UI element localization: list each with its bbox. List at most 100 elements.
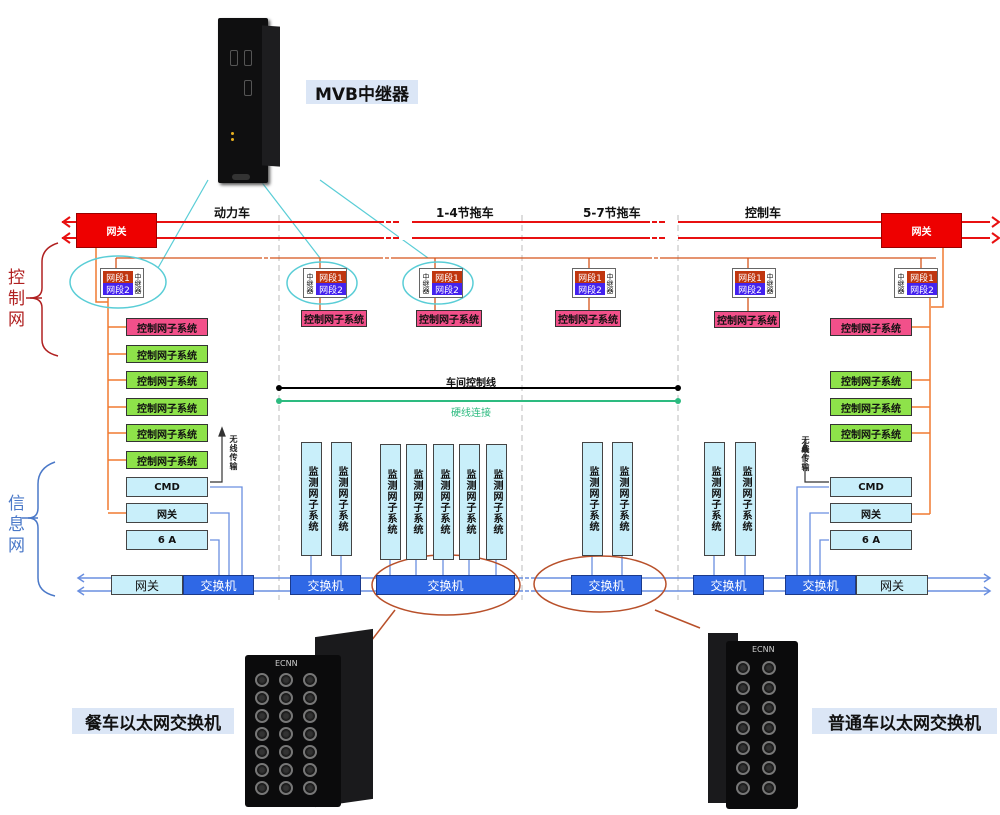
repeater-name: 中继器: [897, 272, 905, 294]
repeater-name: 中继器: [134, 272, 142, 294]
car-label-power: 动力车: [214, 206, 251, 220]
callout-line-3: [319, 179, 429, 259]
control-subsystem-trailer-c[interactable]: 控制网子系统: [555, 310, 621, 327]
ethernet-port-icon: [303, 763, 317, 777]
info-net-label: 信息网: [4, 494, 24, 557]
repeater-name: 中继器: [422, 272, 430, 294]
ethernet-port-icon: [736, 781, 750, 795]
ethernet-port-icon: [255, 745, 269, 759]
monitor-subsystem-box[interactable]: 监测网子系统: [735, 442, 756, 556]
ethernet-port-icon: [279, 727, 293, 741]
left-control-subsystem-pink[interactable]: 控制网子系统: [126, 318, 208, 336]
repeater-control-car-b[interactable]: 中继器 网段1 网段2: [894, 268, 938, 298]
right-eth-gateway[interactable]: 网关: [856, 575, 928, 595]
control-subsystem-trailer-b[interactable]: 控制网子系统: [416, 310, 482, 327]
switch-dining-car[interactable]: 交换机: [376, 575, 515, 595]
dining-car-switch-caption: 餐车以太网交换机: [72, 708, 234, 734]
ethernet-port-icon: [303, 691, 317, 705]
switch-control-car[interactable]: 交换机: [693, 575, 764, 595]
ellipse-normal-switch: [533, 555, 667, 613]
left-control-subsystem-green[interactable]: 控制网子系统: [126, 451, 208, 469]
left-control-subsystem-green[interactable]: 控制网子系统: [126, 371, 208, 389]
arrow-left-2: [61, 232, 71, 244]
gateway-right-red[interactable]: 网关: [881, 213, 962, 248]
repeater-seg1: 网段1: [103, 271, 133, 284]
monitor-subsystem-box[interactable]: 监测网子系统: [301, 442, 322, 556]
switch-trailer-5-7[interactable]: 交换机: [571, 575, 642, 595]
repeater-trailer-a[interactable]: 中继器 网段1 网段2: [303, 268, 347, 298]
repeater-trailer-b[interactable]: 中继器 网段1 网段2: [419, 268, 463, 298]
repeater-control-car-a[interactable]: 网段1 网段2 中继器: [732, 268, 776, 298]
monitor-subsystem-box[interactable]: 监测网子系统: [459, 444, 480, 560]
ethernet-port-icon: [279, 763, 293, 777]
left-cmd-box[interactable]: CMD: [126, 477, 208, 497]
ethernet-port-icon: [736, 741, 750, 755]
monitor-subsystem-box[interactable]: 监测网子系统: [486, 444, 507, 560]
left-control-subsystem-green[interactable]: 控制网子系统: [126, 424, 208, 442]
gateway-left-red[interactable]: 网关: [76, 213, 157, 248]
ethernet-port-icon: [762, 761, 776, 775]
right-control-subsystem-pink[interactable]: 控制网子系统: [830, 318, 912, 336]
ethernet-port-icon: [762, 741, 776, 755]
right-gateway-box[interactable]: 网关: [830, 503, 912, 523]
mvb-callout-lines: [157, 179, 429, 269]
left-eth-gateway[interactable]: 网关: [111, 575, 183, 595]
repeater-seg1: 网段1: [575, 271, 605, 284]
repeater-seg1: 网段1: [907, 271, 937, 284]
monitor-subsystem-box[interactable]: 监测网子系统: [612, 442, 633, 556]
right-cmd-box[interactable]: CMD: [830, 477, 912, 497]
left-gateway-box[interactable]: 网关: [126, 503, 208, 523]
right-control-subsystem-green[interactable]: 控制网子系统: [830, 371, 912, 389]
left-eth-switch[interactable]: 交换机: [183, 575, 254, 595]
intercar-control-line-label: 车间控制线: [446, 378, 496, 389]
right-eth-switch[interactable]: 交换机: [785, 575, 856, 595]
repeater-seg2: 网段2: [575, 283, 605, 296]
car-separators: [278, 215, 679, 600]
ethernet-port-icon: [255, 709, 269, 723]
monitor-subsystem-box[interactable]: 监测网子系统: [704, 442, 725, 556]
braces: [22, 242, 59, 597]
ethernet-port-icon: [303, 673, 317, 687]
ethernet-port-icon: [736, 681, 750, 695]
control-net-brace: [29, 242, 59, 357]
info-net-brace: [27, 461, 56, 597]
monitor-subsystem-box[interactable]: 监测网子系统: [331, 442, 352, 556]
left-control-subsystem-green[interactable]: 控制网子系统: [126, 345, 208, 363]
right-control-subsystem-green[interactable]: 控制网子系统: [830, 398, 912, 416]
ellipse-repeater-1: [69, 255, 167, 309]
ethernet-port-icon: [255, 727, 269, 741]
ethernet-port-icon: [279, 673, 293, 687]
ethernet-port-icon: [762, 781, 776, 795]
repeater-seg2: 网段2: [432, 283, 462, 296]
control-subsystem-control-car[interactable]: 控制网子系统: [714, 311, 780, 328]
wireless-arrows: [210, 426, 829, 483]
ethernet-port-icon: [762, 661, 776, 675]
arrow-right-1: [991, 216, 1000, 228]
arrow-left-1: [61, 216, 71, 228]
ethernet-drops: [210, 486, 829, 575]
mvb-line: [115, 257, 936, 311]
control-subsystem-trailer-a[interactable]: 控制网子系统: [301, 310, 367, 327]
repeater-trailer-c[interactable]: 网段1 网段2 中继器: [572, 268, 616, 298]
left-control-subsystem-green[interactable]: 控制网子系统: [126, 398, 208, 416]
left-6a-box[interactable]: 6 A: [126, 530, 208, 550]
monitor-subsystem-box[interactable]: 监测网子系统: [433, 444, 454, 560]
repeater-seg2: 网段2: [103, 283, 133, 296]
ethernet-port-icon: [255, 763, 269, 777]
arrow-right-2: [991, 232, 1000, 244]
repeater-power-car[interactable]: 网段1 网段2 中继器: [100, 268, 144, 298]
right-6a-box[interactable]: 6 A: [830, 530, 912, 550]
car-label-trailer-5-7: 5-7节拖车: [583, 206, 641, 220]
ethernet-port-icon: [736, 701, 750, 715]
monitor-subsystem-box[interactable]: 监测网子系统: [380, 444, 401, 560]
repeater-seg1: 网段1: [316, 271, 346, 284]
ethernet-gaps: [523, 576, 531, 593]
monitor-subsystem-box[interactable]: 监测网子系统: [406, 444, 427, 560]
right-control-subsystem-green[interactable]: 控制网子系统: [830, 424, 912, 442]
ellipse-repeater-2: [286, 261, 358, 305]
repeater-seg2: 网段2: [316, 283, 346, 296]
monitor-subsystem-box[interactable]: 监测网子系统: [582, 442, 603, 556]
car-label-trailer-1-4: 1-4节拖车: [436, 206, 494, 220]
ethernet-port-icon: [279, 745, 293, 759]
switch-power-car-2[interactable]: 交换机: [290, 575, 361, 595]
